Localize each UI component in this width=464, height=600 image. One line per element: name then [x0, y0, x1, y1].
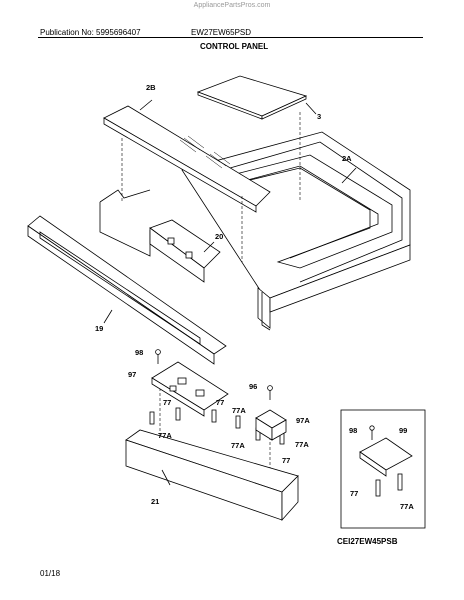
inset-callout-77: 77	[350, 489, 358, 498]
callout-77-a: 77	[163, 398, 171, 407]
callout-77a-b: 77A	[158, 431, 172, 440]
part-20-control-board	[149, 219, 221, 283]
part-97-relay-board	[151, 361, 229, 417]
callout-21: 21	[151, 497, 159, 506]
part-96-screw	[267, 385, 273, 400]
part-3-cover-plate	[196, 75, 317, 120]
inset-callout-77a: 77A	[400, 502, 414, 511]
callout-98: 98	[135, 348, 143, 357]
header-rule	[38, 37, 423, 38]
callout-3: 3	[317, 112, 321, 121]
drawing-code: CEI27EW45PSB	[337, 537, 398, 546]
part-97a-transformer	[255, 409, 287, 441]
callout-2b: 2B	[146, 83, 156, 92]
callout-19: 19	[95, 324, 103, 333]
watermark: AppliancePartsPros.com	[193, 2, 271, 9]
callout-77-c: 77	[282, 456, 290, 465]
part-19-control-panel	[27, 215, 227, 365]
callout-77a-c: 77A	[231, 441, 245, 450]
callout-97: 97	[128, 370, 136, 379]
part-98-screw	[155, 349, 161, 364]
page-title: CONTROL PANEL	[200, 42, 269, 51]
part-21-mounting-bracket	[125, 429, 299, 522]
callout-77a-a: 77A	[232, 406, 246, 415]
callout-77a-d: 77A	[295, 440, 309, 449]
part-2b-top-bracket	[103, 99, 271, 213]
publication-number: Publication No: 5995696407	[40, 28, 141, 37]
page-number: 01/18	[40, 569, 61, 578]
callout-97a: 97A	[296, 416, 310, 425]
callout-96: 96	[249, 382, 257, 391]
callout-2a: 2A	[342, 154, 352, 163]
callout-20: 20	[215, 232, 223, 241]
inset-detail	[340, 409, 426, 529]
inset-callout-98: 98	[349, 426, 357, 435]
inset-callout-99: 99	[399, 426, 407, 435]
model-number: EW27EW65PSD	[191, 28, 252, 37]
callout-77-b: 77	[216, 398, 224, 407]
